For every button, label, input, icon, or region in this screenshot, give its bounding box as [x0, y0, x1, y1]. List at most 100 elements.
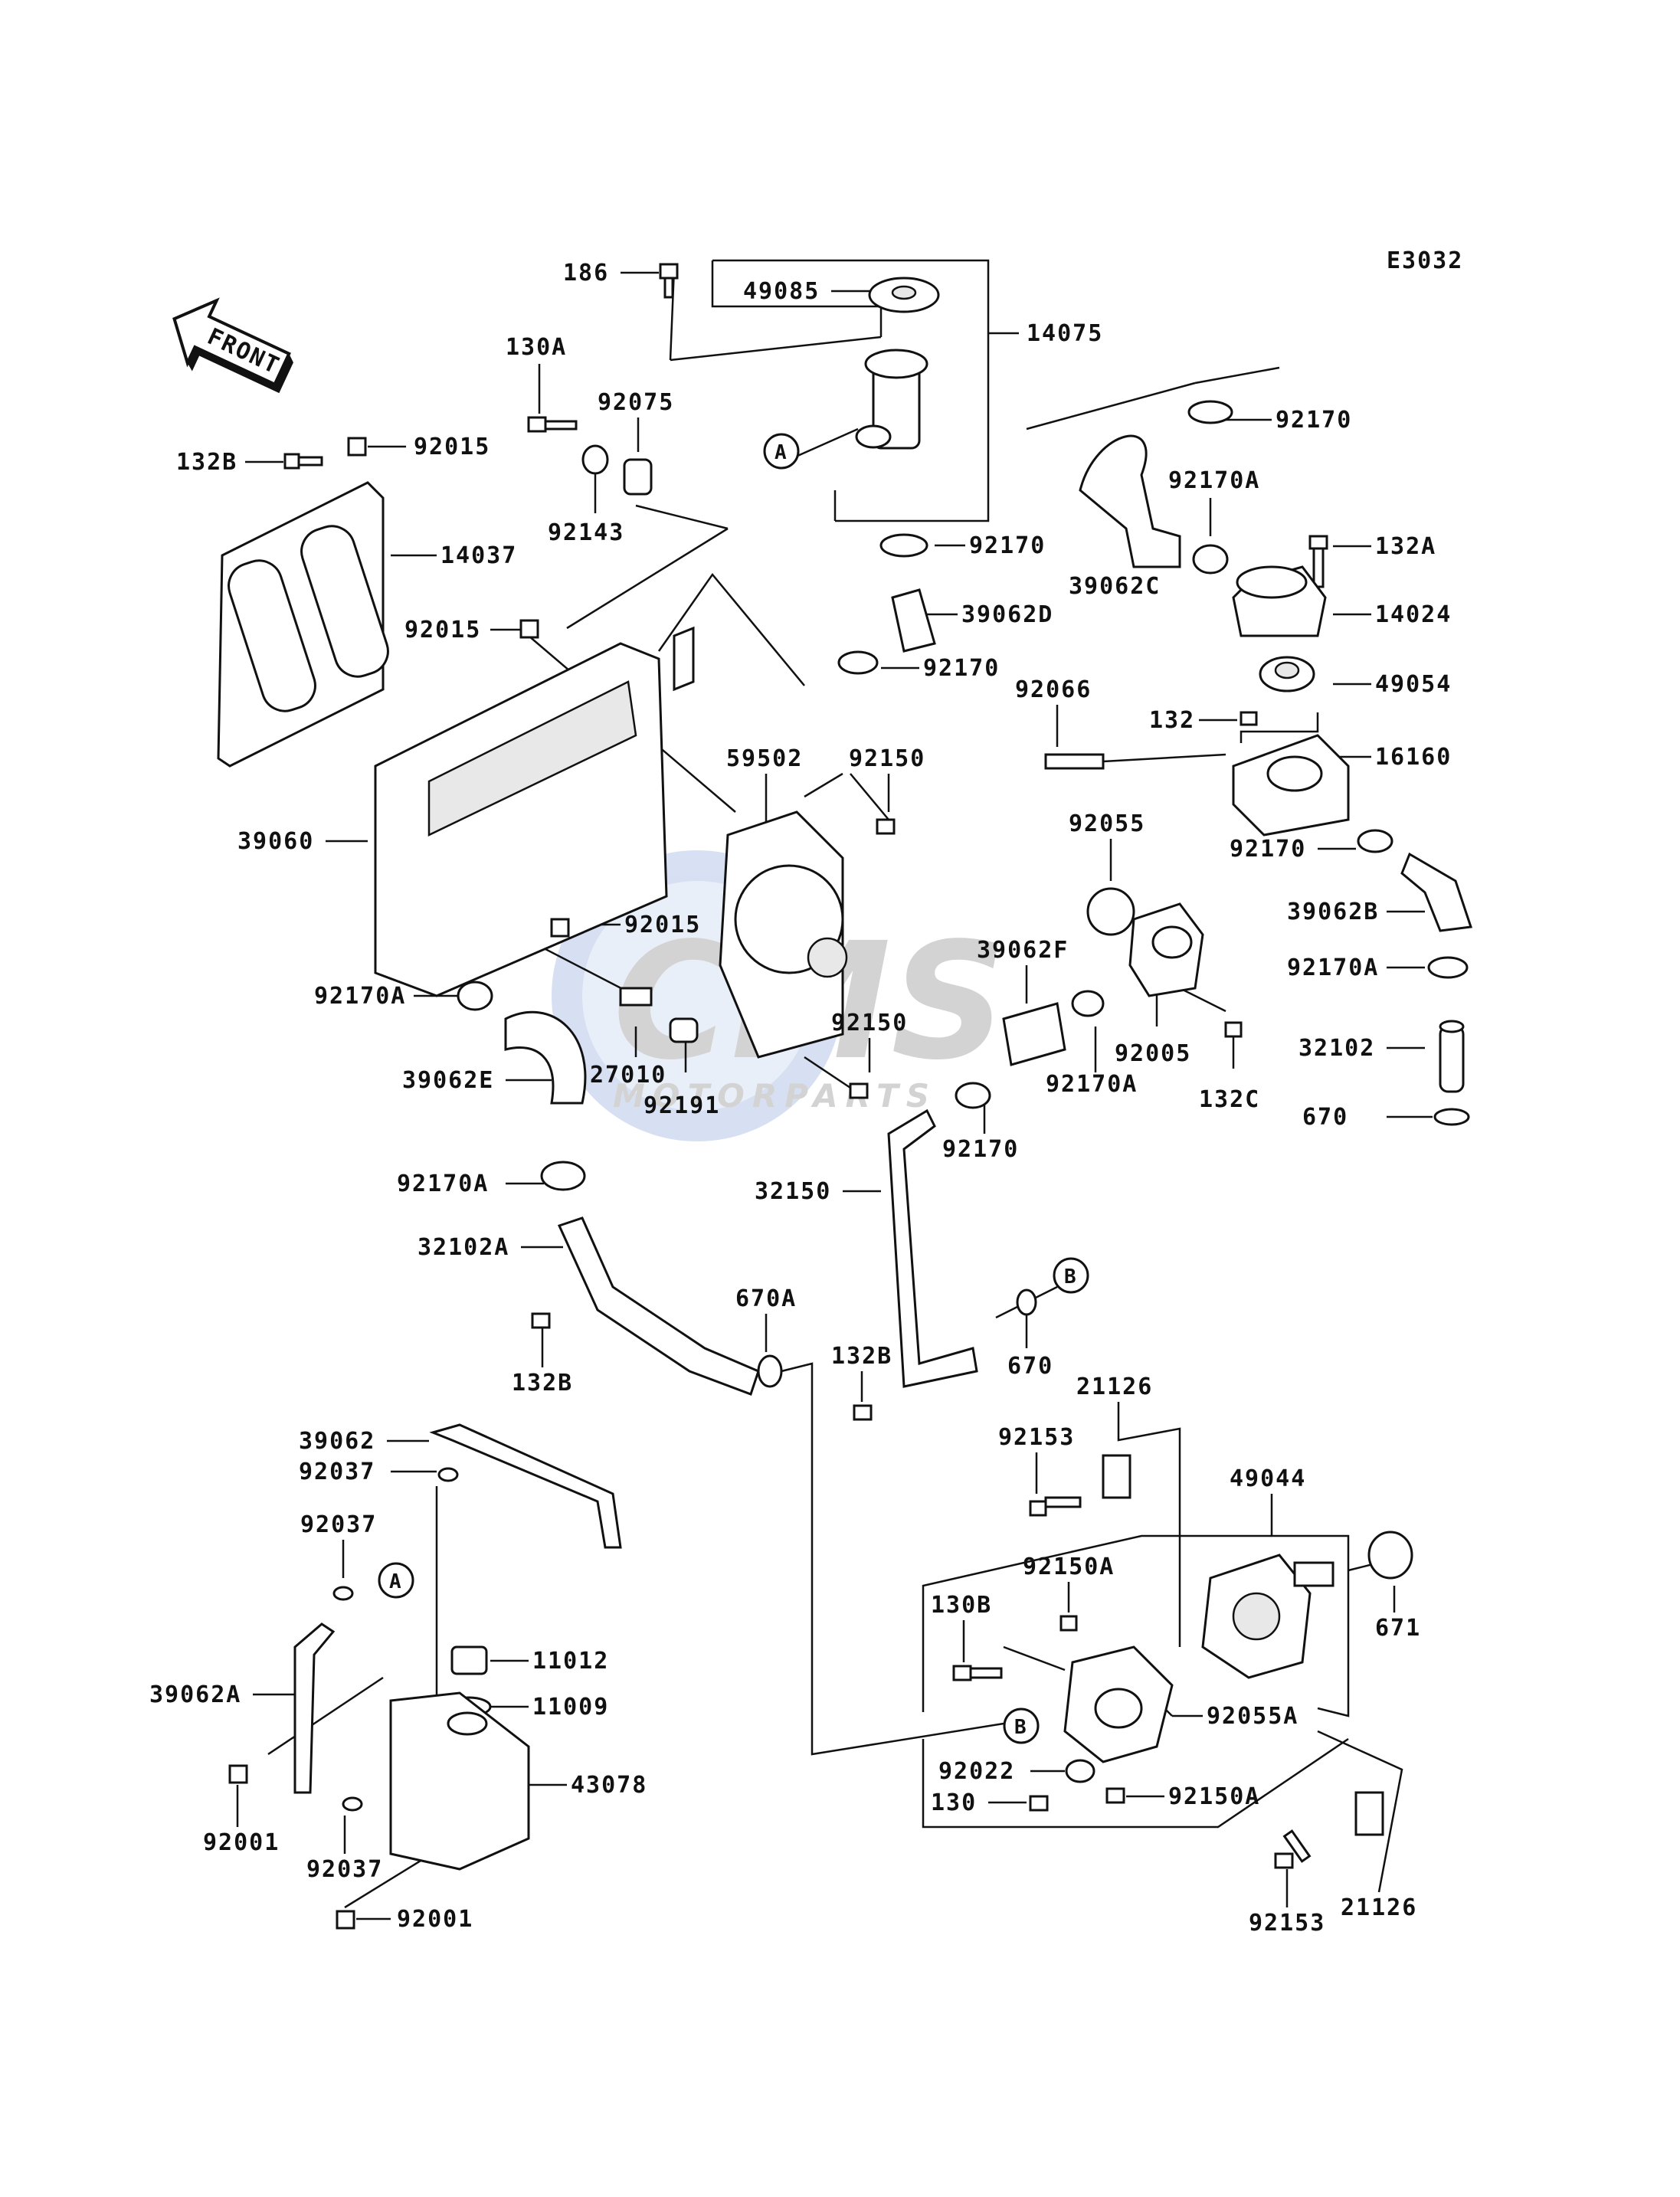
clip-92037-mid [332, 1586, 354, 1601]
clamp-92170-right [1357, 829, 1393, 853]
label-92015-b: 92015 [404, 617, 481, 643]
bolt-92001-lower [336, 1910, 355, 1930]
hose-39062C [1079, 434, 1181, 568]
water-pump-49044 [1201, 1554, 1335, 1679]
label-92075: 92075 [598, 389, 674, 416]
bolt-92001-left [228, 1764, 248, 1784]
label-670-a: 670 [1302, 1104, 1348, 1131]
label-132: 132 [1149, 707, 1195, 734]
tank-cap-11012 [450, 1645, 488, 1675]
hose-39062A [293, 1622, 336, 1794]
label-49085: 49085 [743, 278, 820, 305]
label-39062F: 39062F [977, 937, 1069, 964]
bracket-21126-lower [1354, 1791, 1384, 1836]
label-21126-b: 21126 [1341, 1894, 1417, 1921]
label-92170A-b: 92170A [1287, 954, 1379, 981]
label-92022: 92022 [938, 1758, 1015, 1785]
label-39062D: 39062D [961, 601, 1053, 628]
bolt-92150-lower [849, 1082, 869, 1099]
bolt-92153-top [1029, 1496, 1082, 1517]
label-27010: 27010 [590, 1062, 666, 1089]
label-92015-a: 92015 [414, 434, 490, 460]
thermostat-49054 [1259, 656, 1315, 692]
pipe-39062F [1002, 1002, 1066, 1066]
radiator-cap-49085 [868, 277, 940, 313]
bracket-21126-top [1102, 1454, 1131, 1499]
label-132A: 132A [1375, 533, 1436, 560]
bolt-132B-left [283, 453, 323, 470]
clamp-92170A-mid [1071, 990, 1105, 1017]
label-92170-d: 92170 [1230, 836, 1306, 863]
bolt-132B-mid [531, 1312, 551, 1329]
label-92170A-d: 92170A [1046, 1071, 1138, 1098]
label-130A: 130A [506, 334, 567, 361]
label-92037-a: 92037 [299, 1459, 375, 1485]
label-49044: 49044 [1230, 1465, 1306, 1492]
label-92170A-c: 92170A [314, 983, 406, 1010]
oring-92055 [1086, 887, 1135, 936]
clip-92037-top [437, 1467, 459, 1482]
reservoir-tank-43078 [389, 1691, 530, 1871]
bolt-132 [1240, 711, 1258, 726]
washer-92022 [1065, 1759, 1095, 1783]
label-16160: 16160 [1375, 744, 1452, 771]
label-670-b: 670 [1007, 1353, 1053, 1380]
collar-92143 [581, 444, 609, 475]
label-92005: 92005 [1115, 1040, 1191, 1067]
label-132B-b: 132B [512, 1370, 573, 1396]
label-92170A-e: 92170A [397, 1171, 489, 1197]
clamp-92170-top [1187, 400, 1233, 424]
nut-92015-lower [550, 918, 570, 938]
bolt-132B-lower [853, 1404, 873, 1421]
bolt-130B [952, 1665, 1003, 1681]
nut-92015-mid [519, 619, 539, 639]
label-21126-a: 21126 [1076, 1374, 1153, 1400]
label-39062B: 39062B [1287, 899, 1379, 925]
clamp-92170A-right [1427, 956, 1469, 979]
label-130: 130 [931, 1789, 977, 1816]
bolt-92153-lower [1274, 1829, 1312, 1869]
svg-text:B: B [1064, 1265, 1076, 1288]
label-14024: 14024 [1375, 601, 1452, 628]
label-92001-a: 92001 [203, 1829, 280, 1856]
nut-92015-top [347, 437, 367, 457]
oring-671 [1367, 1531, 1413, 1580]
diagram-code: E3032 [1387, 247, 1463, 274]
label-32102A: 32102A [418, 1234, 509, 1261]
pump-cover-92005 [1128, 902, 1204, 997]
label-132B-c: 132B [831, 1343, 892, 1370]
label-92001-b: 92001 [397, 1906, 473, 1933]
label-671: 671 [1375, 1615, 1421, 1642]
oring-670-mid [1016, 1288, 1037, 1316]
clamp-92170-low [955, 1082, 991, 1109]
label-32150: 32150 [755, 1178, 831, 1205]
label-92170-c: 92170 [923, 655, 1000, 682]
label-92143: 92143 [548, 519, 624, 546]
label-92015-c: 92015 [624, 912, 701, 938]
clamp-92170A-top [1192, 544, 1229, 575]
svg-text:A: A [775, 441, 787, 464]
clip-92037-lower [342, 1796, 363, 1812]
label-92150-b: 92150 [831, 1010, 908, 1036]
bolt-186 [659, 263, 679, 299]
part-labels: 186 49085 14075 130A 92075 92170 132B 92… [149, 260, 1452, 1937]
label-92170-a: 92170 [1276, 407, 1352, 434]
callout-a-top: A [763, 433, 800, 470]
thermostat-cover-14024 [1232, 565, 1327, 637]
bolt-92150-upper [876, 818, 896, 835]
label-92191: 92191 [644, 1092, 720, 1119]
sensor-92066 [1044, 753, 1105, 770]
callout-b-top: B [1053, 1257, 1089, 1294]
label-32102: 32102 [1298, 1035, 1375, 1062]
label-14037: 14037 [440, 542, 517, 569]
hose-39062D [891, 588, 936, 653]
bolt-132C [1224, 1021, 1243, 1038]
label-92055A: 92055A [1207, 1703, 1298, 1730]
collar-92191 [669, 1017, 699, 1043]
bolt-130A [527, 416, 578, 433]
label-14075: 14075 [1027, 320, 1103, 347]
label-132C: 132C [1199, 1086, 1260, 1113]
fan-shroud-59502 [719, 810, 848, 1059]
clamp-92170-lower [837, 650, 879, 675]
callout-a-bottom: A [378, 1562, 414, 1599]
